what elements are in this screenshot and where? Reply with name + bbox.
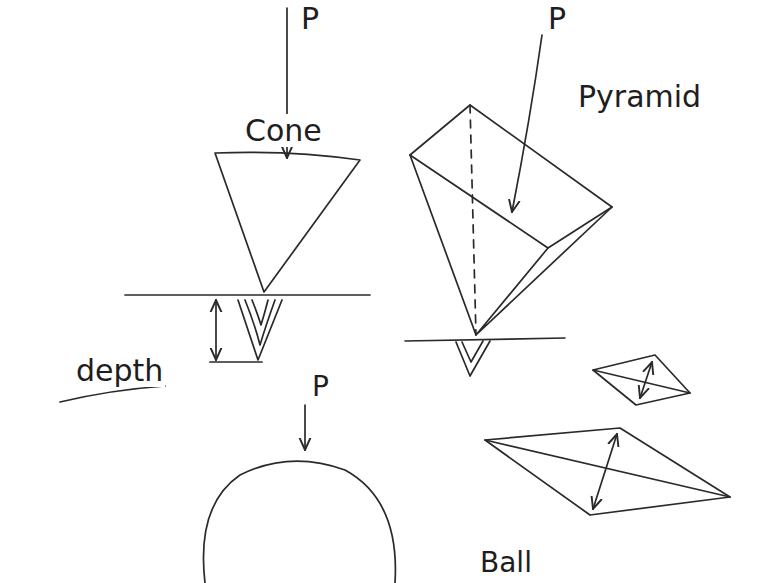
- diamond-impression: [593, 355, 690, 405]
- ball-indenter: [203, 461, 395, 583]
- dimension-label: depth: [74, 354, 165, 387]
- surface-line: [405, 338, 565, 341]
- load-label: P: [310, 372, 331, 403]
- indenter-name: Ball: [478, 548, 534, 579]
- diagonal: [485, 440, 730, 497]
- pyramid-top: [410, 105, 612, 248]
- surface-line: [125, 294, 370, 296]
- indenter-name: Pyramid: [576, 80, 703, 113]
- hidden-edge: [470, 105, 476, 335]
- depth-arrow: [215, 300, 217, 360]
- load-label: P: [299, 2, 321, 35]
- cone-impression: [252, 300, 268, 325]
- diamond-impression: [485, 428, 730, 515]
- indenter-name: Cone: [243, 114, 324, 147]
- pyramid-impression: [456, 341, 490, 376]
- cone-impression: [245, 300, 275, 345]
- load-label: P: [546, 2, 568, 35]
- pyramid-edges: [410, 155, 612, 335]
- depth-base-line: [210, 361, 262, 363]
- cone-impression: [238, 300, 282, 360]
- underline: [60, 386, 165, 402]
- diagonal-arrow: [640, 362, 652, 398]
- load-arrow: [512, 35, 542, 212]
- diagonal-arrow: [593, 434, 617, 509]
- cone-indenter: [215, 152, 360, 292]
- diagonal: [593, 370, 690, 393]
- load-arrow: [304, 405, 306, 450]
